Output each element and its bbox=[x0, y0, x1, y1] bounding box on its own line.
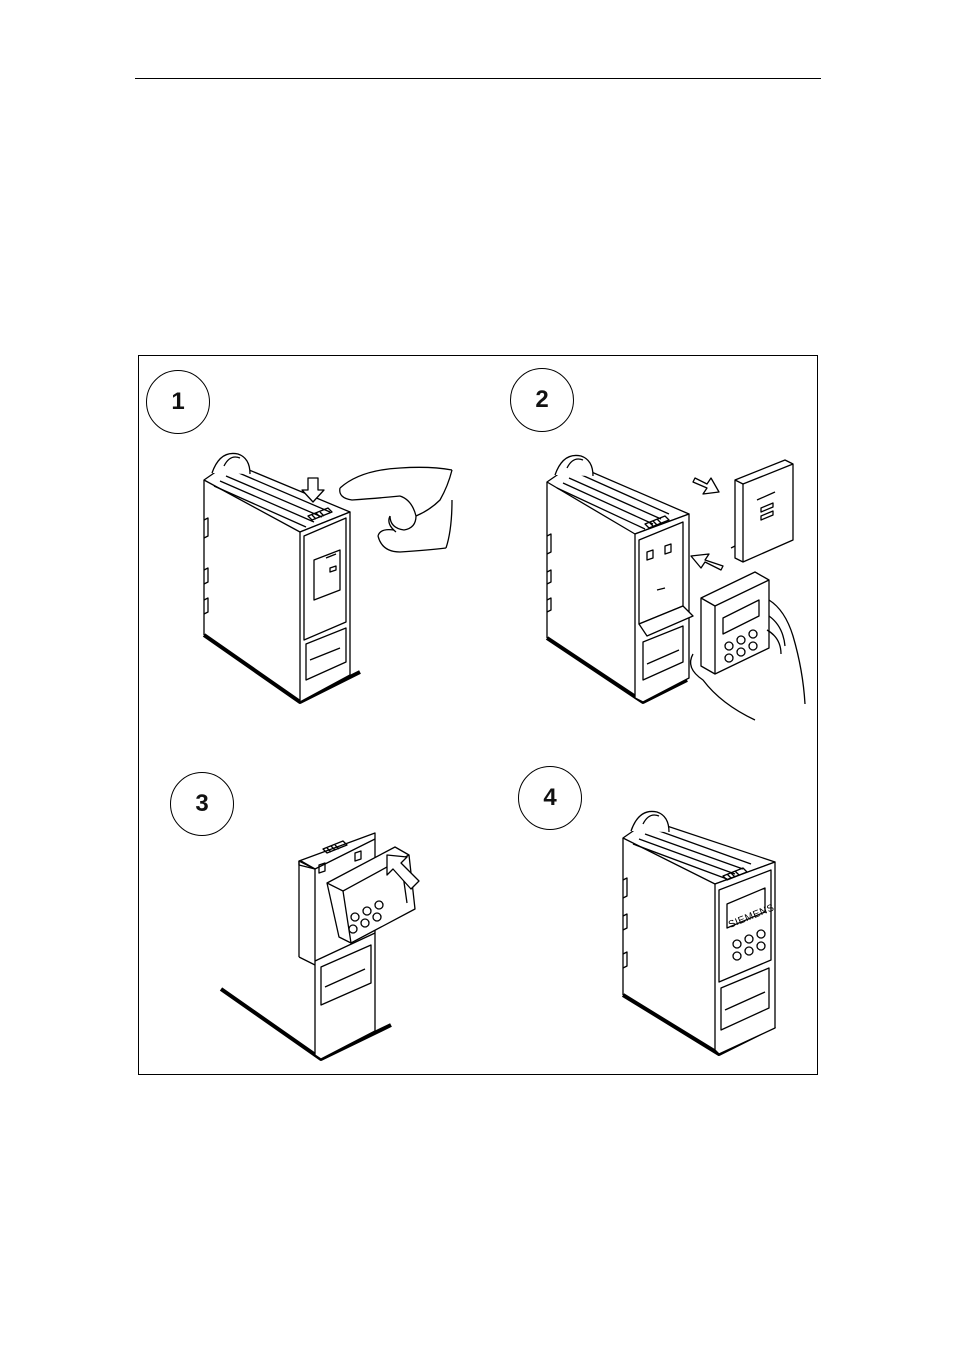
step-2-illustration bbox=[535, 440, 825, 730]
step-4-badge: 4 bbox=[518, 766, 582, 830]
step-1-illustration bbox=[190, 440, 470, 710]
step-1-badge: 1 bbox=[146, 370, 210, 434]
header-rule bbox=[135, 78, 821, 79]
step-4-illustration: SIEMENS bbox=[615, 790, 790, 1060]
step-3-illustration bbox=[215, 825, 425, 1070]
step-2-badge: 2 bbox=[510, 368, 574, 432]
